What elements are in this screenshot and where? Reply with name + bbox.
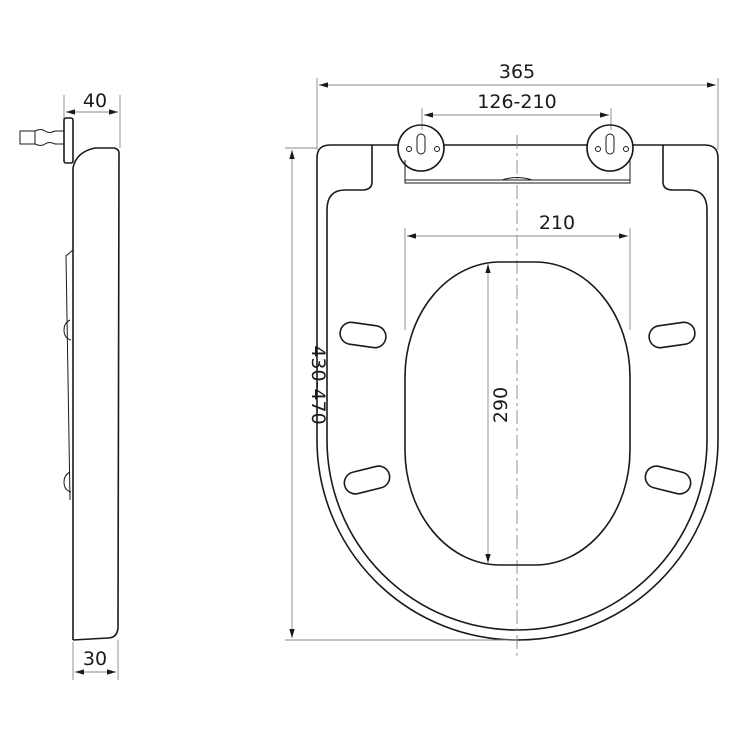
seat-opening bbox=[404, 261, 631, 566]
dimension-overall-width: 365 bbox=[499, 61, 535, 83]
dimension-opening-width: 210 bbox=[539, 212, 575, 234]
dimension-hinge-spacing: 126-210 bbox=[477, 91, 556, 113]
dimension-opening-length: 290 bbox=[490, 387, 512, 423]
hinge-right bbox=[586, 124, 634, 172]
top-view: 365 126-210 210 290 bbox=[285, 61, 719, 660]
bumper-slot bbox=[644, 465, 692, 495]
bumper-slot bbox=[648, 321, 696, 349]
hinge-left bbox=[397, 124, 445, 172]
dimension-side-depth-bottom: 30 bbox=[83, 648, 107, 670]
dimension-overall-length: 430-470 bbox=[307, 345, 329, 424]
side-view: 40 30 bbox=[19, 90, 121, 680]
bumper-slot bbox=[339, 321, 387, 349]
dimension-side-depth-top: 40 bbox=[83, 90, 107, 112]
bumper-slot bbox=[343, 465, 391, 495]
seat-side-profile bbox=[72, 147, 120, 641]
seat-outer-outline bbox=[316, 144, 719, 641]
hinge-plate bbox=[63, 117, 74, 164]
